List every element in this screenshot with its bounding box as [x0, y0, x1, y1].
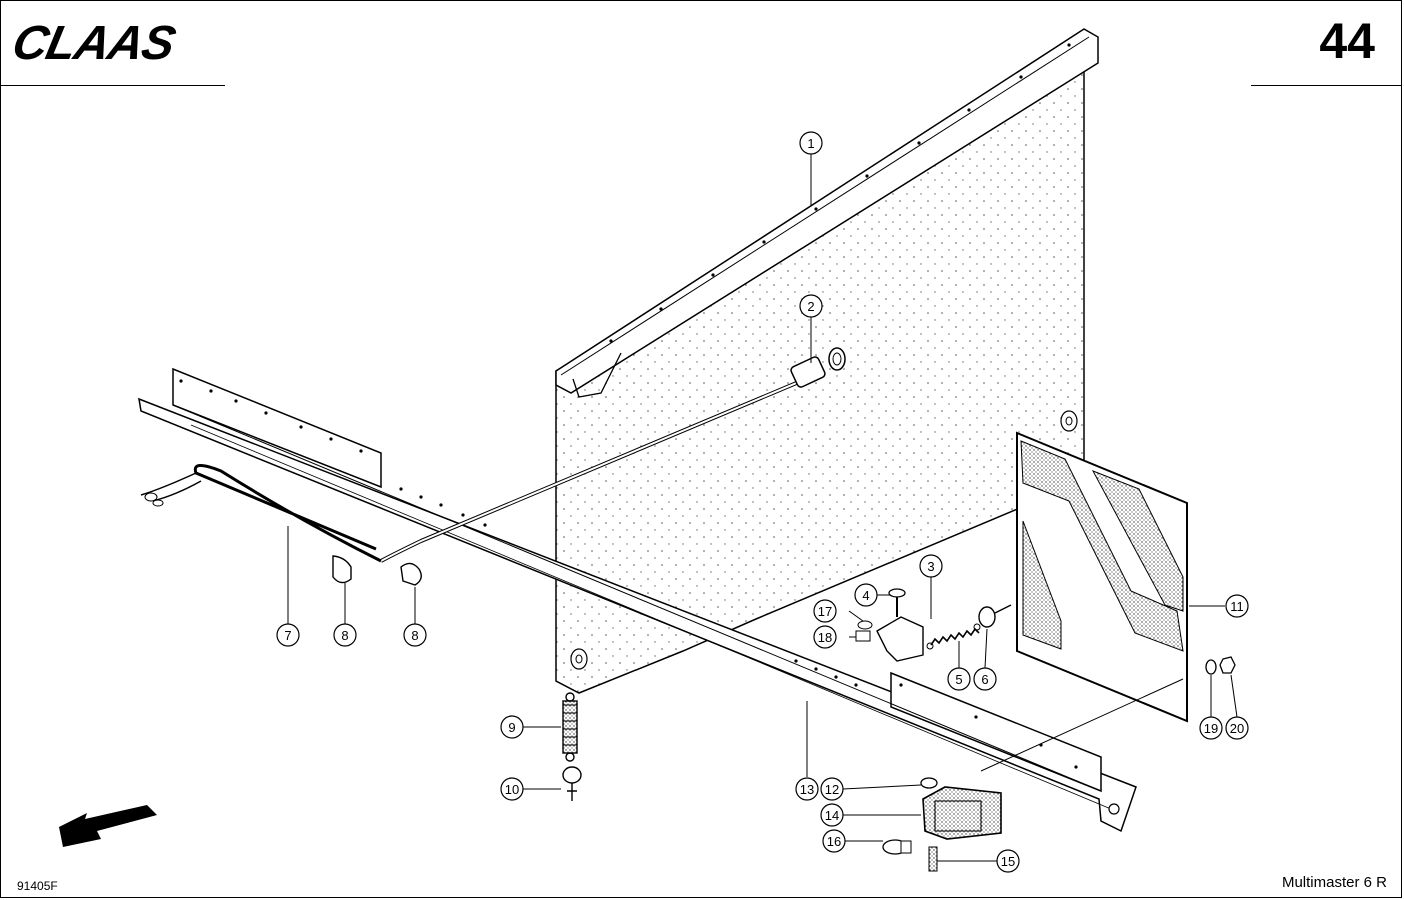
cable-clip-left — [332, 555, 352, 584]
direction-arrow-icon — [59, 805, 157, 847]
callout-15: 15 — [996, 849, 1020, 873]
callout-1: 1 — [799, 131, 823, 155]
callout-17: 17 — [813, 599, 837, 623]
callout-18: 18 — [813, 625, 837, 649]
svg-text:19: 19 — [1204, 721, 1218, 736]
svg-text:13: 13 — [800, 782, 814, 797]
callout-7: 7 — [276, 623, 300, 647]
callout-9: 9 — [500, 715, 524, 739]
svg-text:11: 11 — [1230, 599, 1244, 614]
svg-text:8: 8 — [341, 628, 348, 643]
callout-12: 12 — [820, 777, 844, 801]
callout-2: 2 — [799, 294, 823, 318]
svg-text:1: 1 — [807, 136, 814, 151]
brand-wordmark: CLAAS — [11, 17, 180, 65]
drawing-code: 91405F — [17, 879, 58, 893]
svg-text:12: 12 — [825, 782, 839, 797]
callout-8b: 8 — [403, 623, 427, 647]
cable-with-plug — [140, 347, 846, 563]
callout-20: 20 — [1225, 716, 1249, 740]
header-rule-right — [1251, 85, 1401, 86]
svg-text:15: 15 — [1001, 854, 1015, 869]
svg-text:10: 10 — [505, 782, 519, 797]
callout-19: 19 — [1199, 716, 1223, 740]
svg-text:2: 2 — [807, 299, 814, 314]
callout-3: 3 — [919, 554, 943, 578]
svg-text:20: 20 — [1230, 721, 1244, 736]
leader-lines — [287, 153, 1238, 862]
warning-sign — [980, 431, 1188, 772]
rear-light — [882, 777, 1002, 872]
callout-13: 13 — [795, 777, 819, 801]
tension-spring-small — [926, 623, 981, 650]
callout-6: 6 — [973, 667, 997, 691]
hex-nut — [1219, 656, 1236, 674]
callout-16: 16 — [822, 829, 846, 853]
svg-text:16: 16 — [827, 834, 841, 849]
hose-clamp-lower — [562, 766, 582, 801]
svg-text:17: 17 — [818, 604, 832, 619]
svg-text:18: 18 — [818, 630, 832, 645]
washer — [1205, 659, 1217, 675]
cable-clip-right — [400, 562, 422, 586]
callout-14: 14 — [820, 803, 844, 827]
svg-text:4: 4 — [862, 588, 869, 603]
callout-11: 11 — [1225, 594, 1249, 618]
callout-4: 4 — [854, 583, 878, 607]
svg-text:14: 14 — [825, 808, 839, 823]
bracket-assembly — [855, 588, 924, 662]
model-name: Multimaster 6 R — [1281, 874, 1387, 891]
svg-text:6: 6 — [981, 672, 988, 687]
callout-10: 10 — [500, 777, 524, 801]
callout-5: 5 — [947, 667, 971, 691]
angle-beam — [138, 367, 1137, 833]
hose-clamp-upper — [978, 604, 1012, 628]
svg-text:3: 3 — [927, 559, 934, 574]
tension-spring-large — [562, 692, 578, 762]
callout-8a: 8 — [333, 623, 357, 647]
claas-logo: CLAAS — [11, 17, 180, 65]
svg-text:5: 5 — [955, 672, 962, 687]
svg-text:7: 7 — [284, 628, 291, 643]
svg-text:8: 8 — [411, 628, 418, 643]
svg-text:9: 9 — [508, 720, 515, 735]
page-number: 44 — [1319, 13, 1375, 69]
header-rule-left — [1, 85, 225, 86]
